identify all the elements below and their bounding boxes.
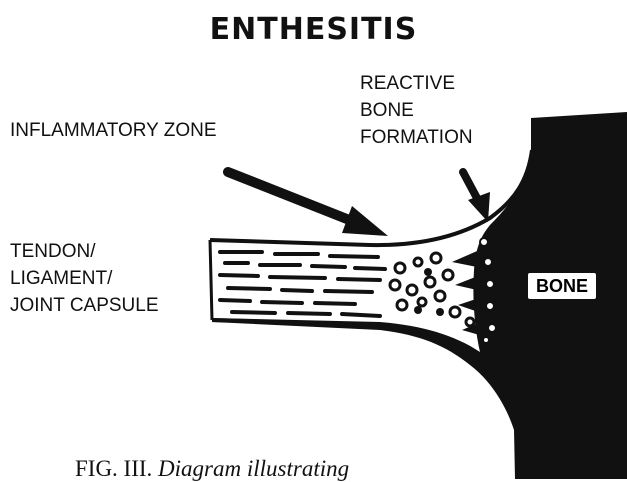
caption-italic: Diagram illustrating <box>158 456 349 481</box>
tendon-left-edge <box>210 240 212 320</box>
inflammatory-arrow <box>228 172 388 236</box>
tendon-fibers <box>220 252 385 316</box>
caption-prefix: FIG. III. <box>75 456 152 481</box>
tendon-bottom-edge <box>212 320 516 420</box>
reactive-bone-arrow <box>463 172 490 222</box>
bone-label: BONE <box>528 273 596 299</box>
inflammatory-cells <box>390 253 474 326</box>
figure-caption: FIG. III. Diagram illustrating <box>75 456 349 482</box>
